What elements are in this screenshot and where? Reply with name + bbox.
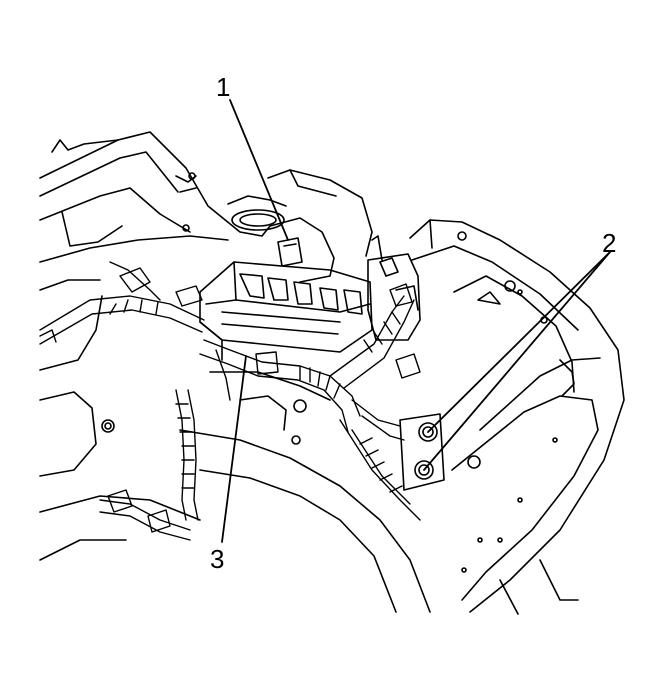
mounting-bolts <box>399 413 481 491</box>
callout-1: 1 <box>216 72 231 102</box>
callout-2: 2 <box>602 228 617 258</box>
callout-3: 3 <box>210 544 225 574</box>
strut-tower-structure <box>39 131 373 477</box>
frame-rail <box>39 371 431 613</box>
radiator-support-structure <box>409 219 625 615</box>
leader-lines <box>221 99 611 543</box>
wiring-harness <box>39 261 421 541</box>
relay-bracket <box>367 235 421 341</box>
fuse-block <box>199 237 373 361</box>
